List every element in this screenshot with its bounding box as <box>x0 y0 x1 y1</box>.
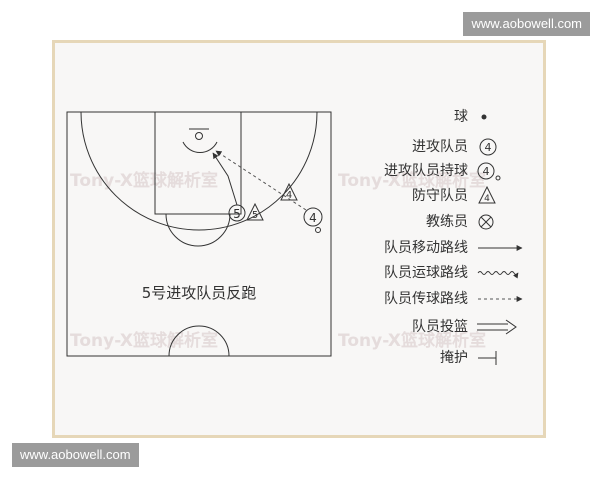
legend-offense-ball-icon <box>477 162 495 180</box>
legend-label-pass: 队员传球路线 <box>384 291 468 307</box>
center-circle <box>168 325 230 357</box>
court-caption: 5号进攻队员反跑 <box>142 284 257 302</box>
defense-player-4 <box>280 182 298 201</box>
defense-player-5 <box>246 202 264 221</box>
legend-label-shoot: 队员投篮 <box>412 319 468 335</box>
legend-offense-number: 4 <box>485 141 492 154</box>
legend-offense-ball-number: 4 <box>483 165 490 178</box>
defense-player-5-number: 5 <box>252 210 258 221</box>
legend-label-move: 队员移动路线 <box>384 240 468 256</box>
offense-player-5-number: 5 <box>233 207 241 221</box>
half-court <box>66 111 332 357</box>
legend-label-defense: 防守队员 <box>412 188 468 204</box>
legend-label-offense-ball: 进攻队员持球 <box>384 163 468 179</box>
restricted-arc <box>182 141 218 154</box>
three-point-line <box>80 111 318 231</box>
legend-coach-icon <box>478 214 494 230</box>
bg-watermark-2: Tony-X篮球解析室 <box>338 170 486 191</box>
legend-label-screen: 掩护 <box>440 350 468 366</box>
legend-held-ball-icon <box>495 175 501 181</box>
legend-label-coach: 教练员 <box>426 214 468 230</box>
legend-dribble-icon <box>477 271 519 279</box>
legend-label-offense: 进攻队员 <box>412 139 468 155</box>
cut-route-player-5 <box>212 152 238 206</box>
court-boundary <box>66 111 332 357</box>
offense-player-4-number: 4 <box>309 211 317 225</box>
legend-offense-icon <box>479 138 497 156</box>
legend-defense-number: 4 <box>484 194 490 204</box>
legend-shoot-icon <box>477 319 517 335</box>
legend-label-ball: 球 <box>454 109 468 125</box>
legend-screen-icon <box>478 351 497 365</box>
bg-watermark-1: Tony-X篮球解析室 <box>70 170 218 191</box>
defense-player-4-number: 4 <box>286 190 292 201</box>
ball-on-court <box>315 227 321 233</box>
paint <box>154 111 242 215</box>
bg-watermark-3: Tony-X篮球解析室 <box>70 330 218 351</box>
diagram-frame <box>52 40 546 438</box>
free-throw-circle <box>165 213 231 247</box>
watermark-badge-top: www.aobowell.com <box>463 12 590 36</box>
offense-player-4 <box>303 207 323 227</box>
legend-ball-icon <box>481 114 487 120</box>
basket <box>195 132 203 140</box>
legend-label-dribble: 队员运球路线 <box>384 265 468 281</box>
legend-defense-icon <box>478 185 496 204</box>
bg-watermark-4: Tony-X篮球解析室 <box>338 330 486 351</box>
watermark-badge-bottom: www.aobowell.com <box>12 443 139 467</box>
